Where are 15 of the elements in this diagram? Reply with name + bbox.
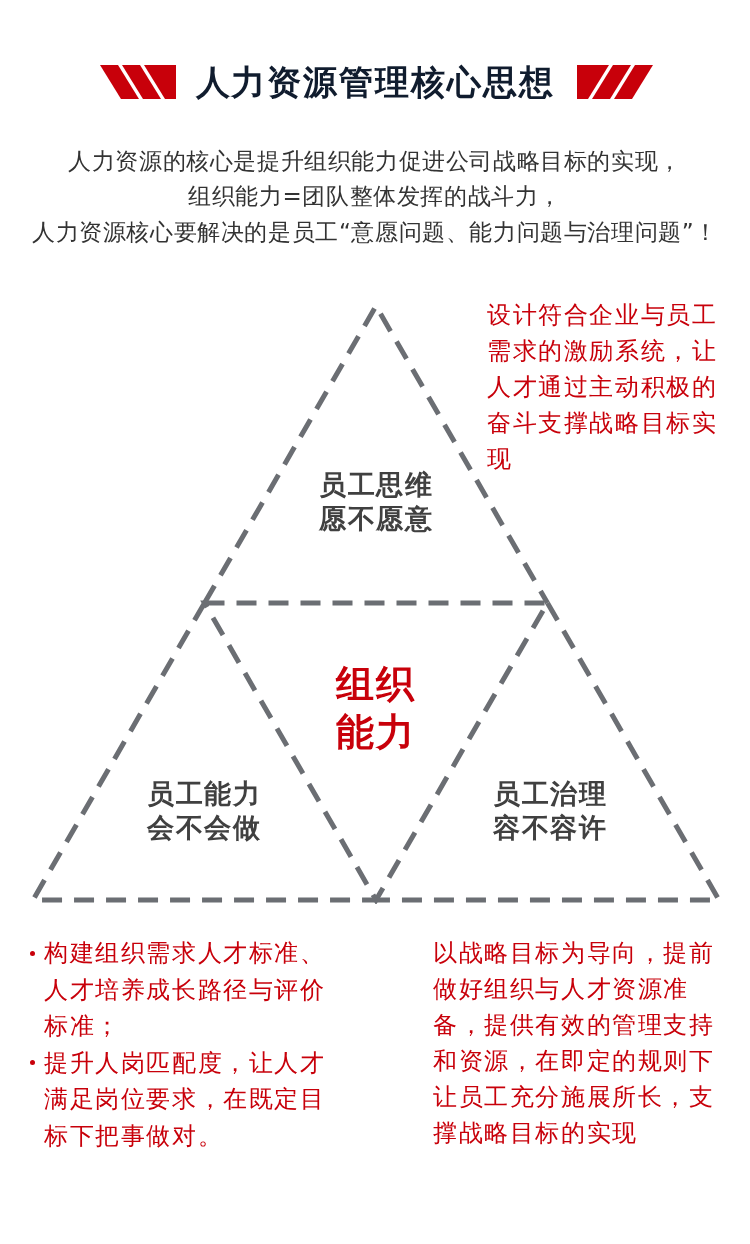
intro-text: 人力资源的核心是提升组织能力促进公司战略目标的实现， [68, 147, 682, 175]
triangle-label: 容不容许 [493, 811, 607, 845]
triangle-label: 员工能力 [147, 777, 261, 811]
bullet-text: 提升人岗匹配度，让人才满足岗位要求，在既定目标下把事做对。 [44, 1047, 327, 1152]
bullet-text: 构建组织需求人才标准、人才培养成长路径与评价标准； [44, 938, 327, 1042]
triangle-label: 组织能力 [335, 661, 417, 756]
triangle-label: 会不会做 [147, 811, 261, 845]
intro-text: 人力资源核心要解决的是员工“意愿问题、能力问题与治理问题”！ [32, 218, 718, 246]
triangle-label: 员工思维 [319, 468, 433, 502]
description-text: 设计符合企业与员工需求的激励系统，让人才通过主动积极的奋斗支撑战略目标实现 [487, 300, 719, 475]
triangle-label: 员工治理 [493, 777, 607, 811]
intro-text: 组织能力=团队整体发挥的战斗力， [188, 182, 562, 210]
description-text: 以战略目标为导向，提前做好组织与人才资源准备，提供有效的管理支持和资源，在即定的规则下让员工充分施展所长，支撑战略目标的实现 [433, 938, 716, 1149]
title-text: 人力资源管理核心思想 [195, 62, 555, 102]
triangle-label: 愿不愿意 [319, 502, 433, 536]
